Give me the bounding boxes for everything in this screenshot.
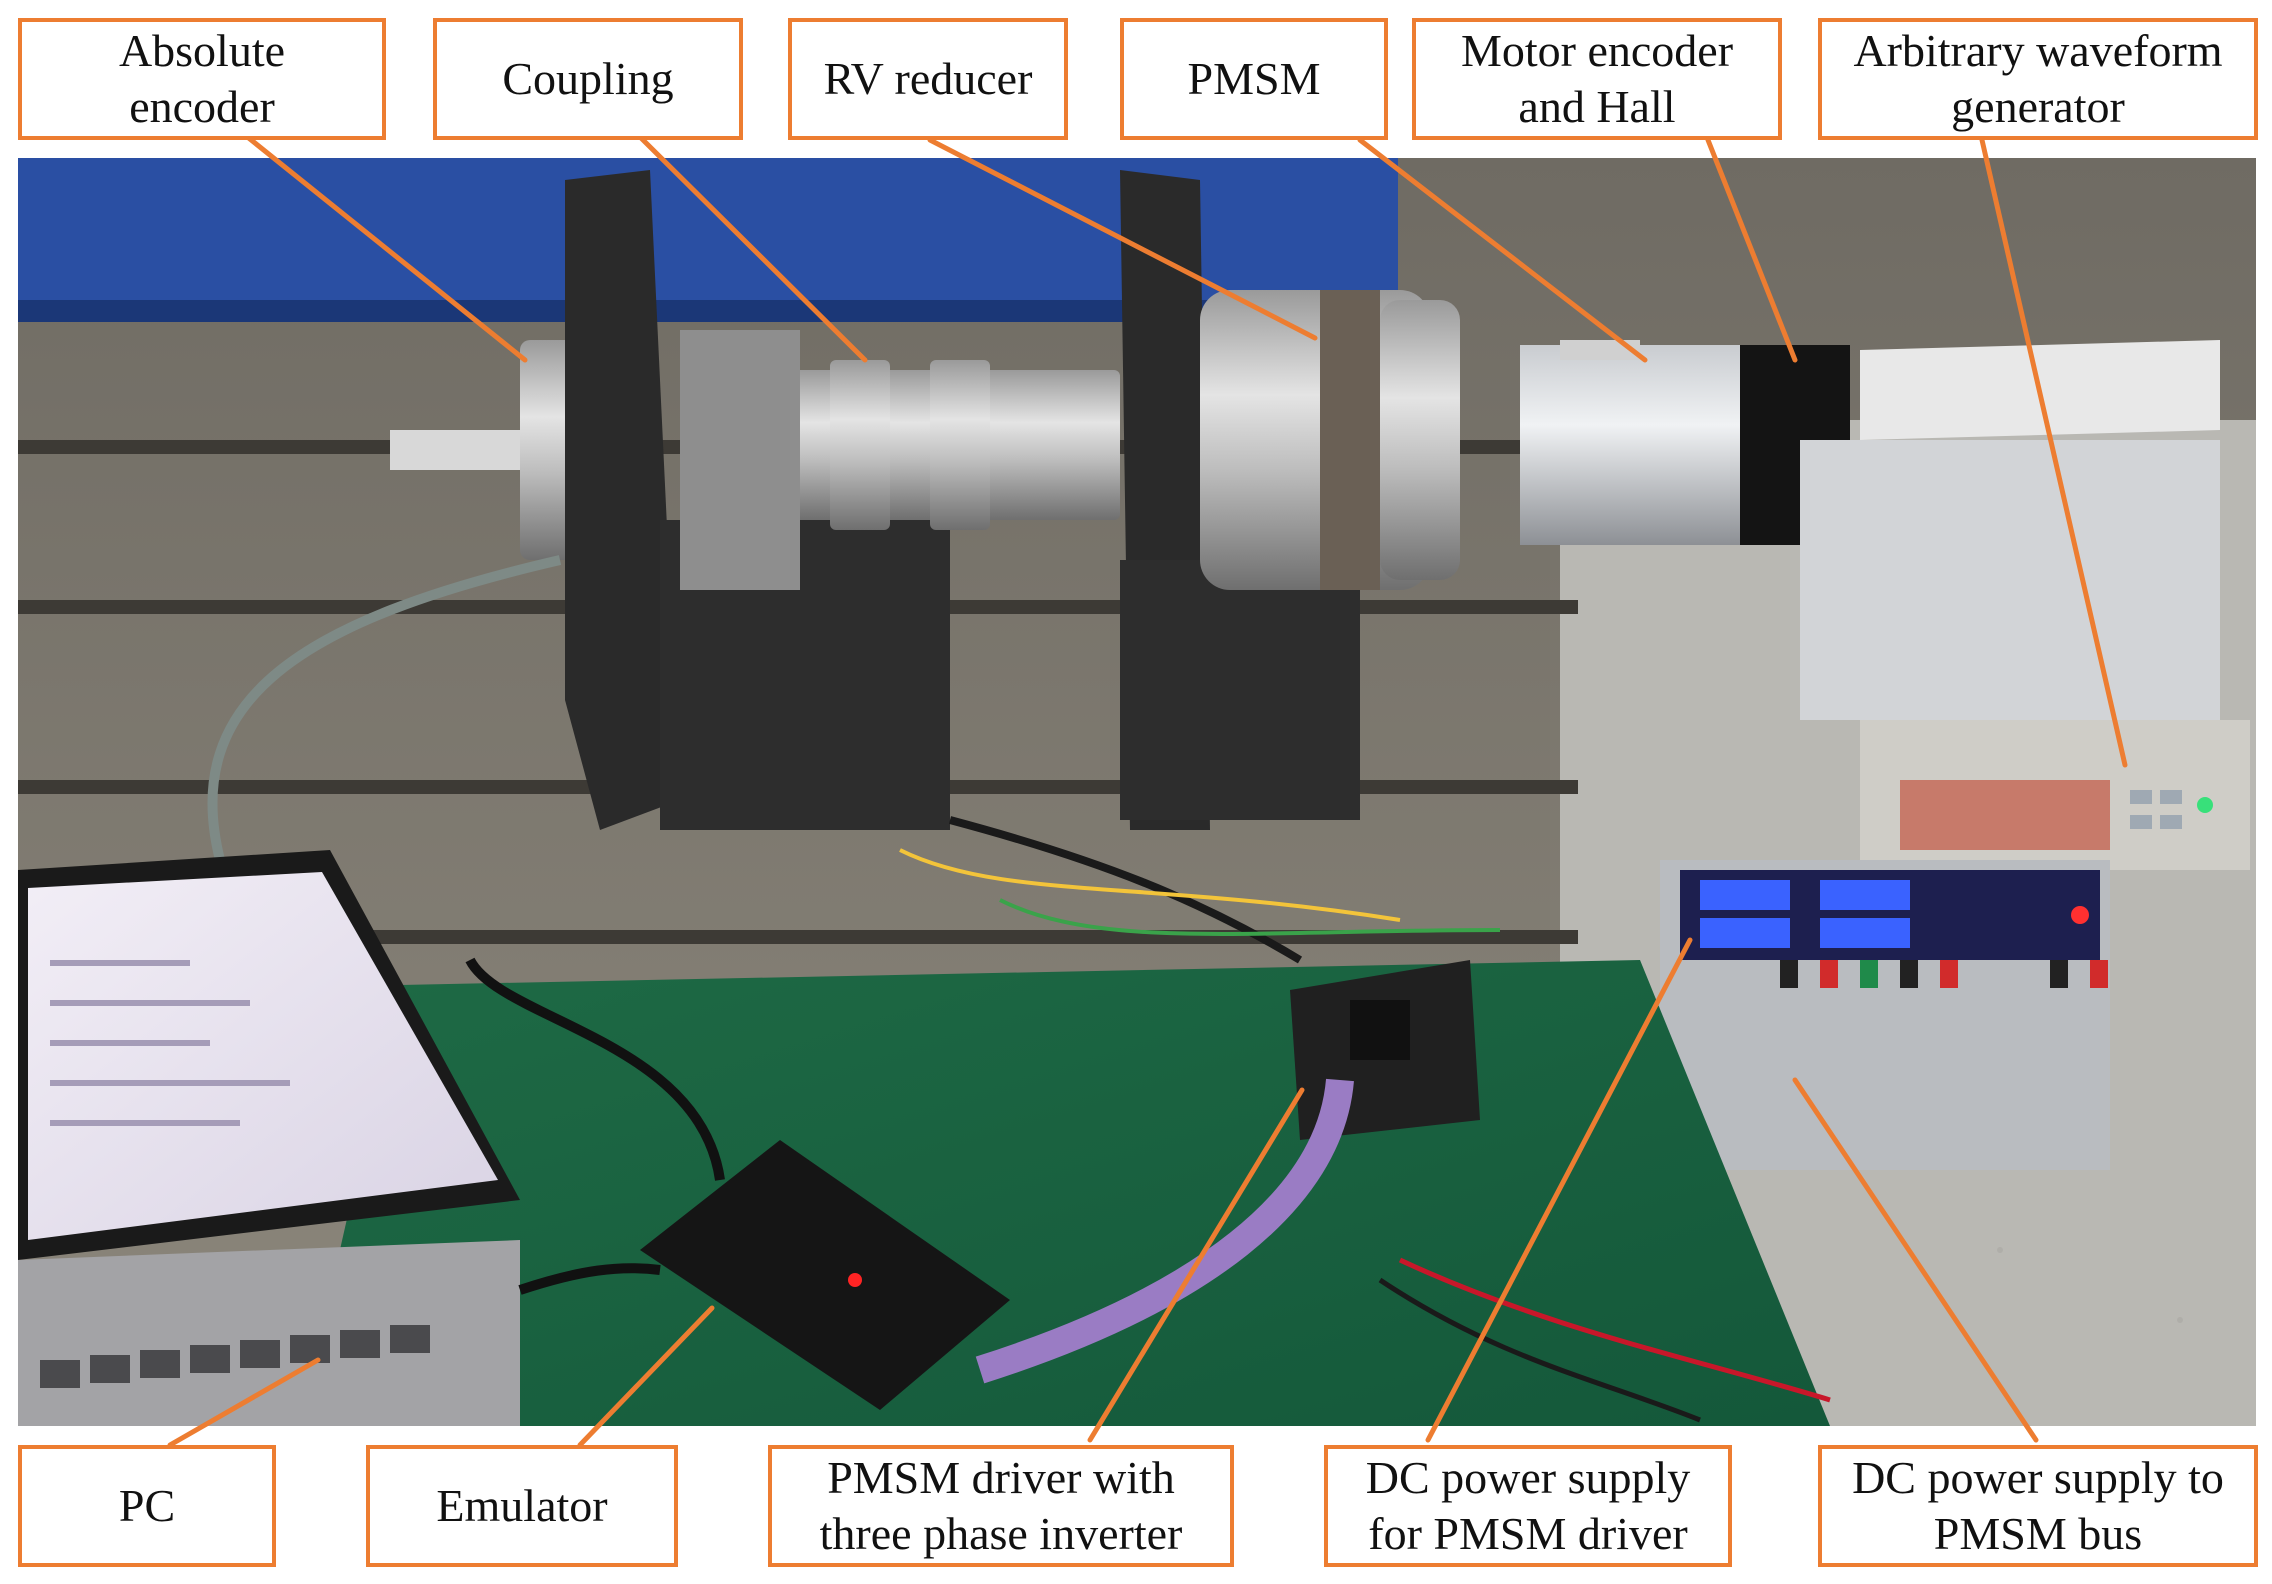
label-pc: PC [18,1445,276,1567]
label-absolute-encoder: Absolute encoder [18,18,386,140]
label-pmsm-driver: PMSM driver with three phase inverter [768,1445,1234,1567]
label-dc-supply-bus: DC power supply to PMSM bus [1818,1445,2258,1567]
label-motor-encoder-hall: Motor encoder and Hall [1412,18,1782,140]
label-arbitrary-waveform-generator: Arbitrary waveform generator [1818,18,2258,140]
label-coupling: Coupling [433,18,743,140]
label-pmsm: PMSM [1120,18,1388,140]
label-dc-supply-driver: DC power supply for PMSM driver [1324,1445,1732,1567]
label-rv-reducer: RV reducer [788,18,1068,140]
label-emulator: Emulator [366,1445,678,1567]
